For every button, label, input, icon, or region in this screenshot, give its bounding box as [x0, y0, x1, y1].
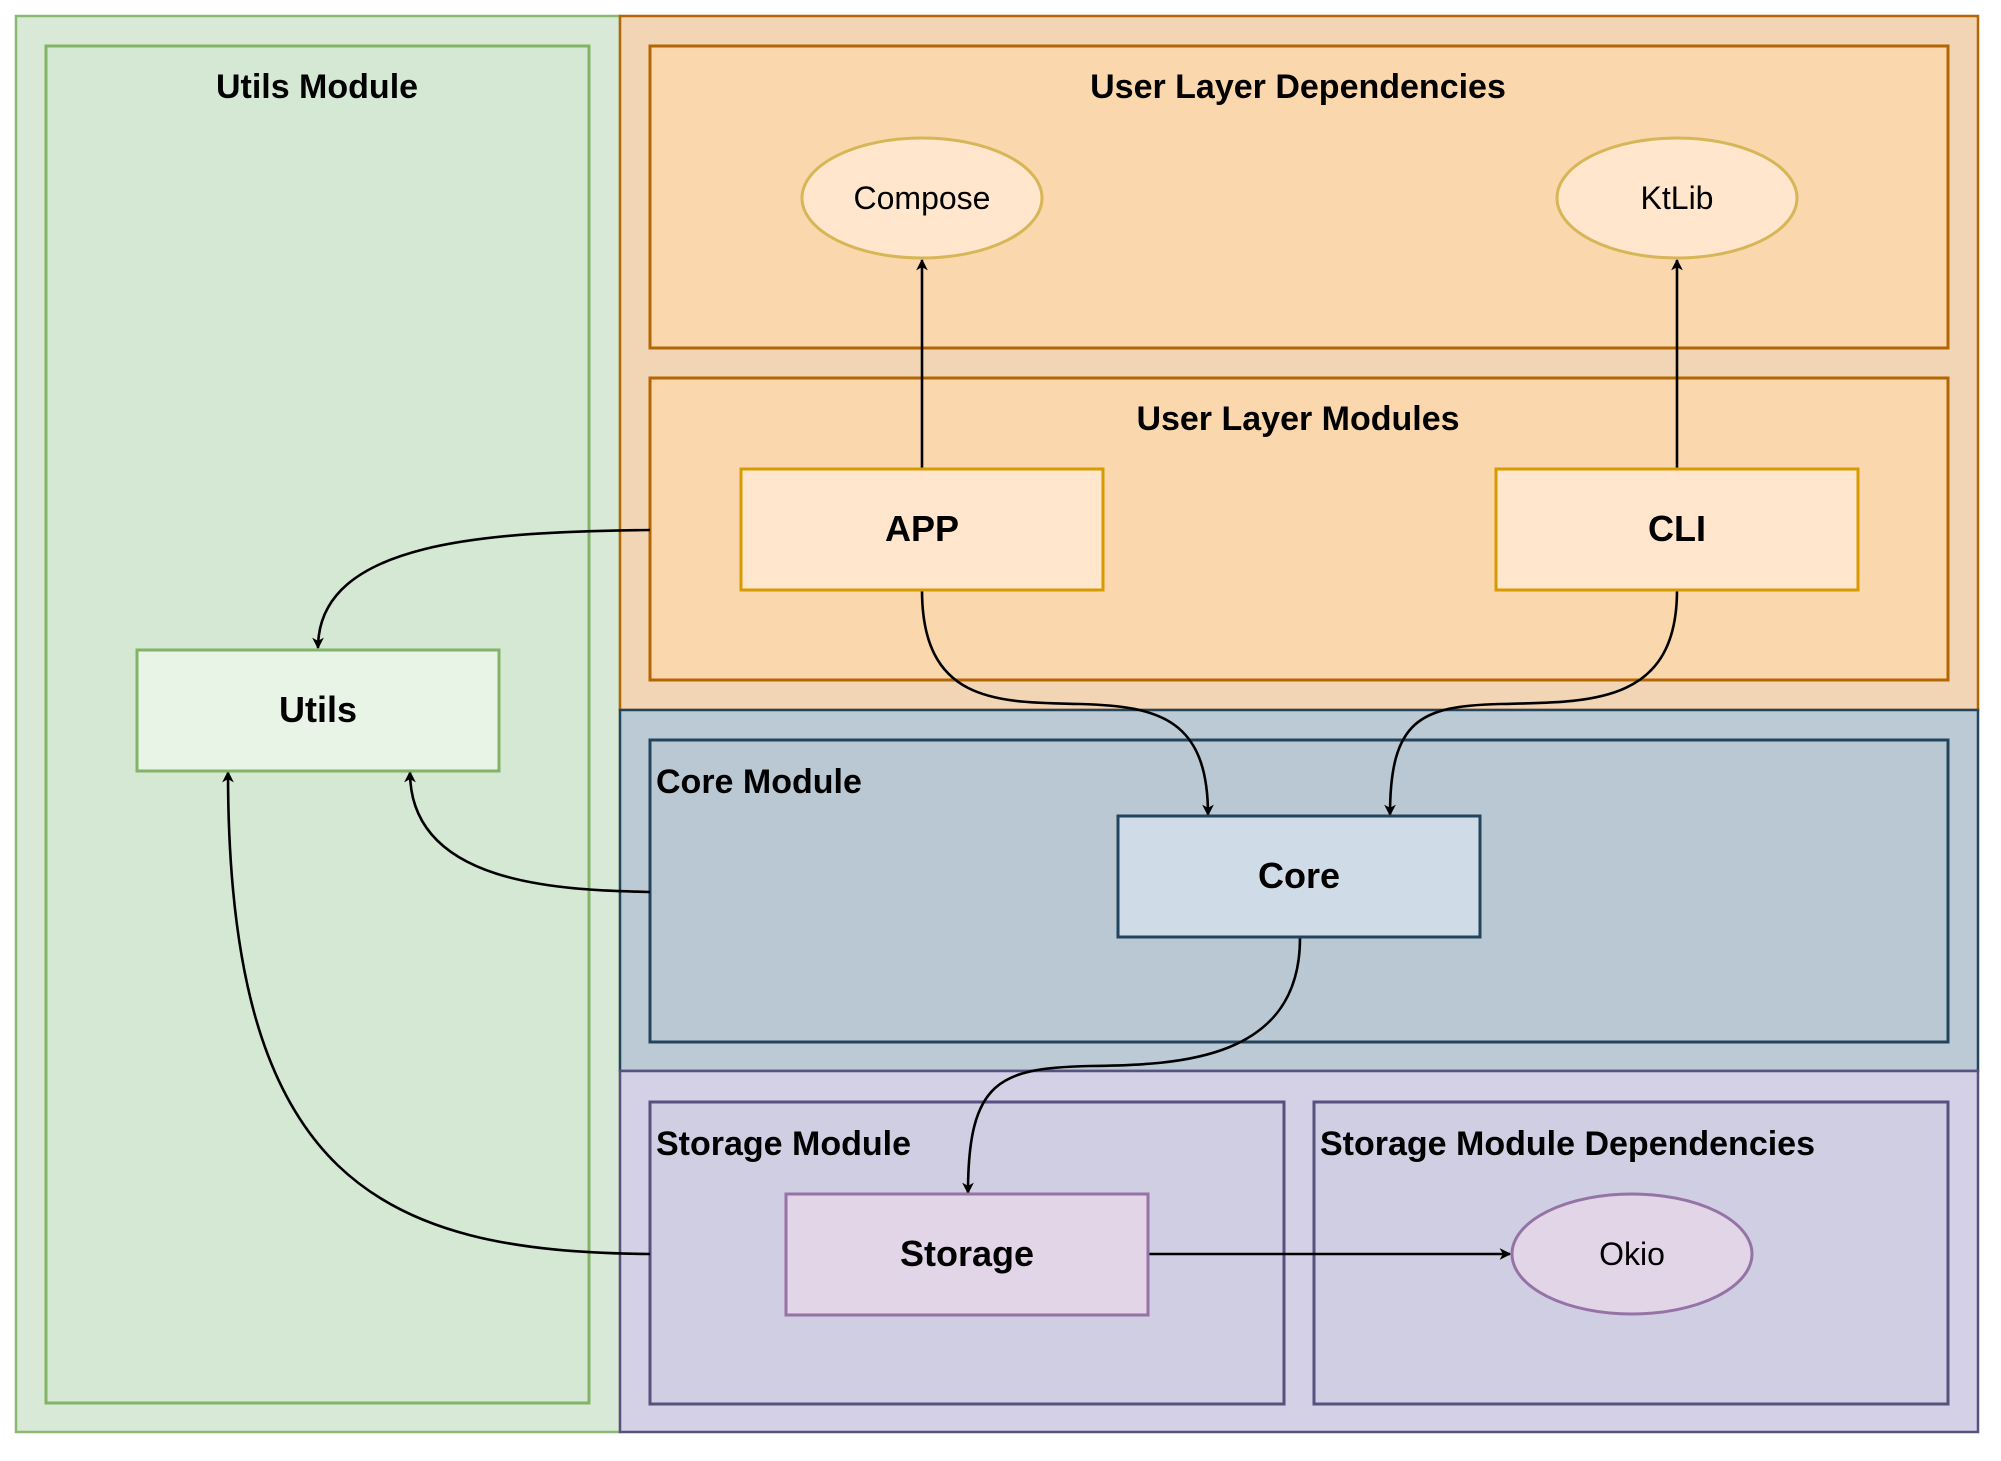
edge-core-module-to-utils [404, 770, 651, 894]
core-box[interactable] [1116, 814, 1482, 939]
cli-label: CLI [1648, 508, 1706, 549]
storage-module-title: Storage Module [656, 1125, 911, 1163]
utils-module-title: Utils Module [216, 68, 418, 106]
node-okio[interactable]: Okio [1510, 1192, 1754, 1316]
utils-box[interactable] [135, 648, 501, 773]
edge-core-to-storage [962, 937, 1302, 1195]
node-ktlib[interactable]: KtLib [1555, 136, 1799, 260]
okio-label: Okio [1599, 1236, 1665, 1272]
edges [222, 258, 1683, 1260]
node-compose[interactable]: Compose [800, 136, 1044, 260]
app-box[interactable] [739, 467, 1105, 592]
edge-cli-to-core [1384, 589, 1679, 817]
app-label: APP [885, 508, 959, 549]
ktlib-ellipse[interactable] [1555, 136, 1799, 260]
edge-user-layer-modules-to-utils [312, 528, 651, 650]
utils-label: Utils [279, 689, 357, 730]
node-utils[interactable]: Utils [135, 648, 501, 773]
user-layer-dependencies-title: User Layer Dependencies [1090, 68, 1506, 106]
node-cli[interactable]: CLI [1494, 467, 1860, 592]
storage-label: Storage [900, 1233, 1034, 1274]
user-layer-modules-title: User Layer Modules [1136, 400, 1459, 438]
node-app[interactable]: APP [739, 467, 1105, 592]
okio-ellipse[interactable] [1510, 1192, 1754, 1316]
compose-label: Compose [854, 180, 991, 216]
ktlib-label: KtLib [1641, 180, 1714, 216]
storage-module-dependencies-title: Storage Module Dependencies [1320, 1125, 1815, 1163]
core-label: Core [1258, 855, 1340, 896]
core-module-title: Core Module [656, 763, 862, 801]
cli-box[interactable] [1494, 467, 1860, 592]
edge-storage-module-to-utils [222, 770, 651, 1256]
storage-box[interactable] [784, 1192, 1150, 1317]
edge-app-to-core [920, 589, 1214, 817]
node-storage[interactable]: Storage [784, 1192, 1150, 1317]
compose-ellipse[interactable] [800, 136, 1044, 260]
node-core[interactable]: Core [1116, 814, 1482, 939]
